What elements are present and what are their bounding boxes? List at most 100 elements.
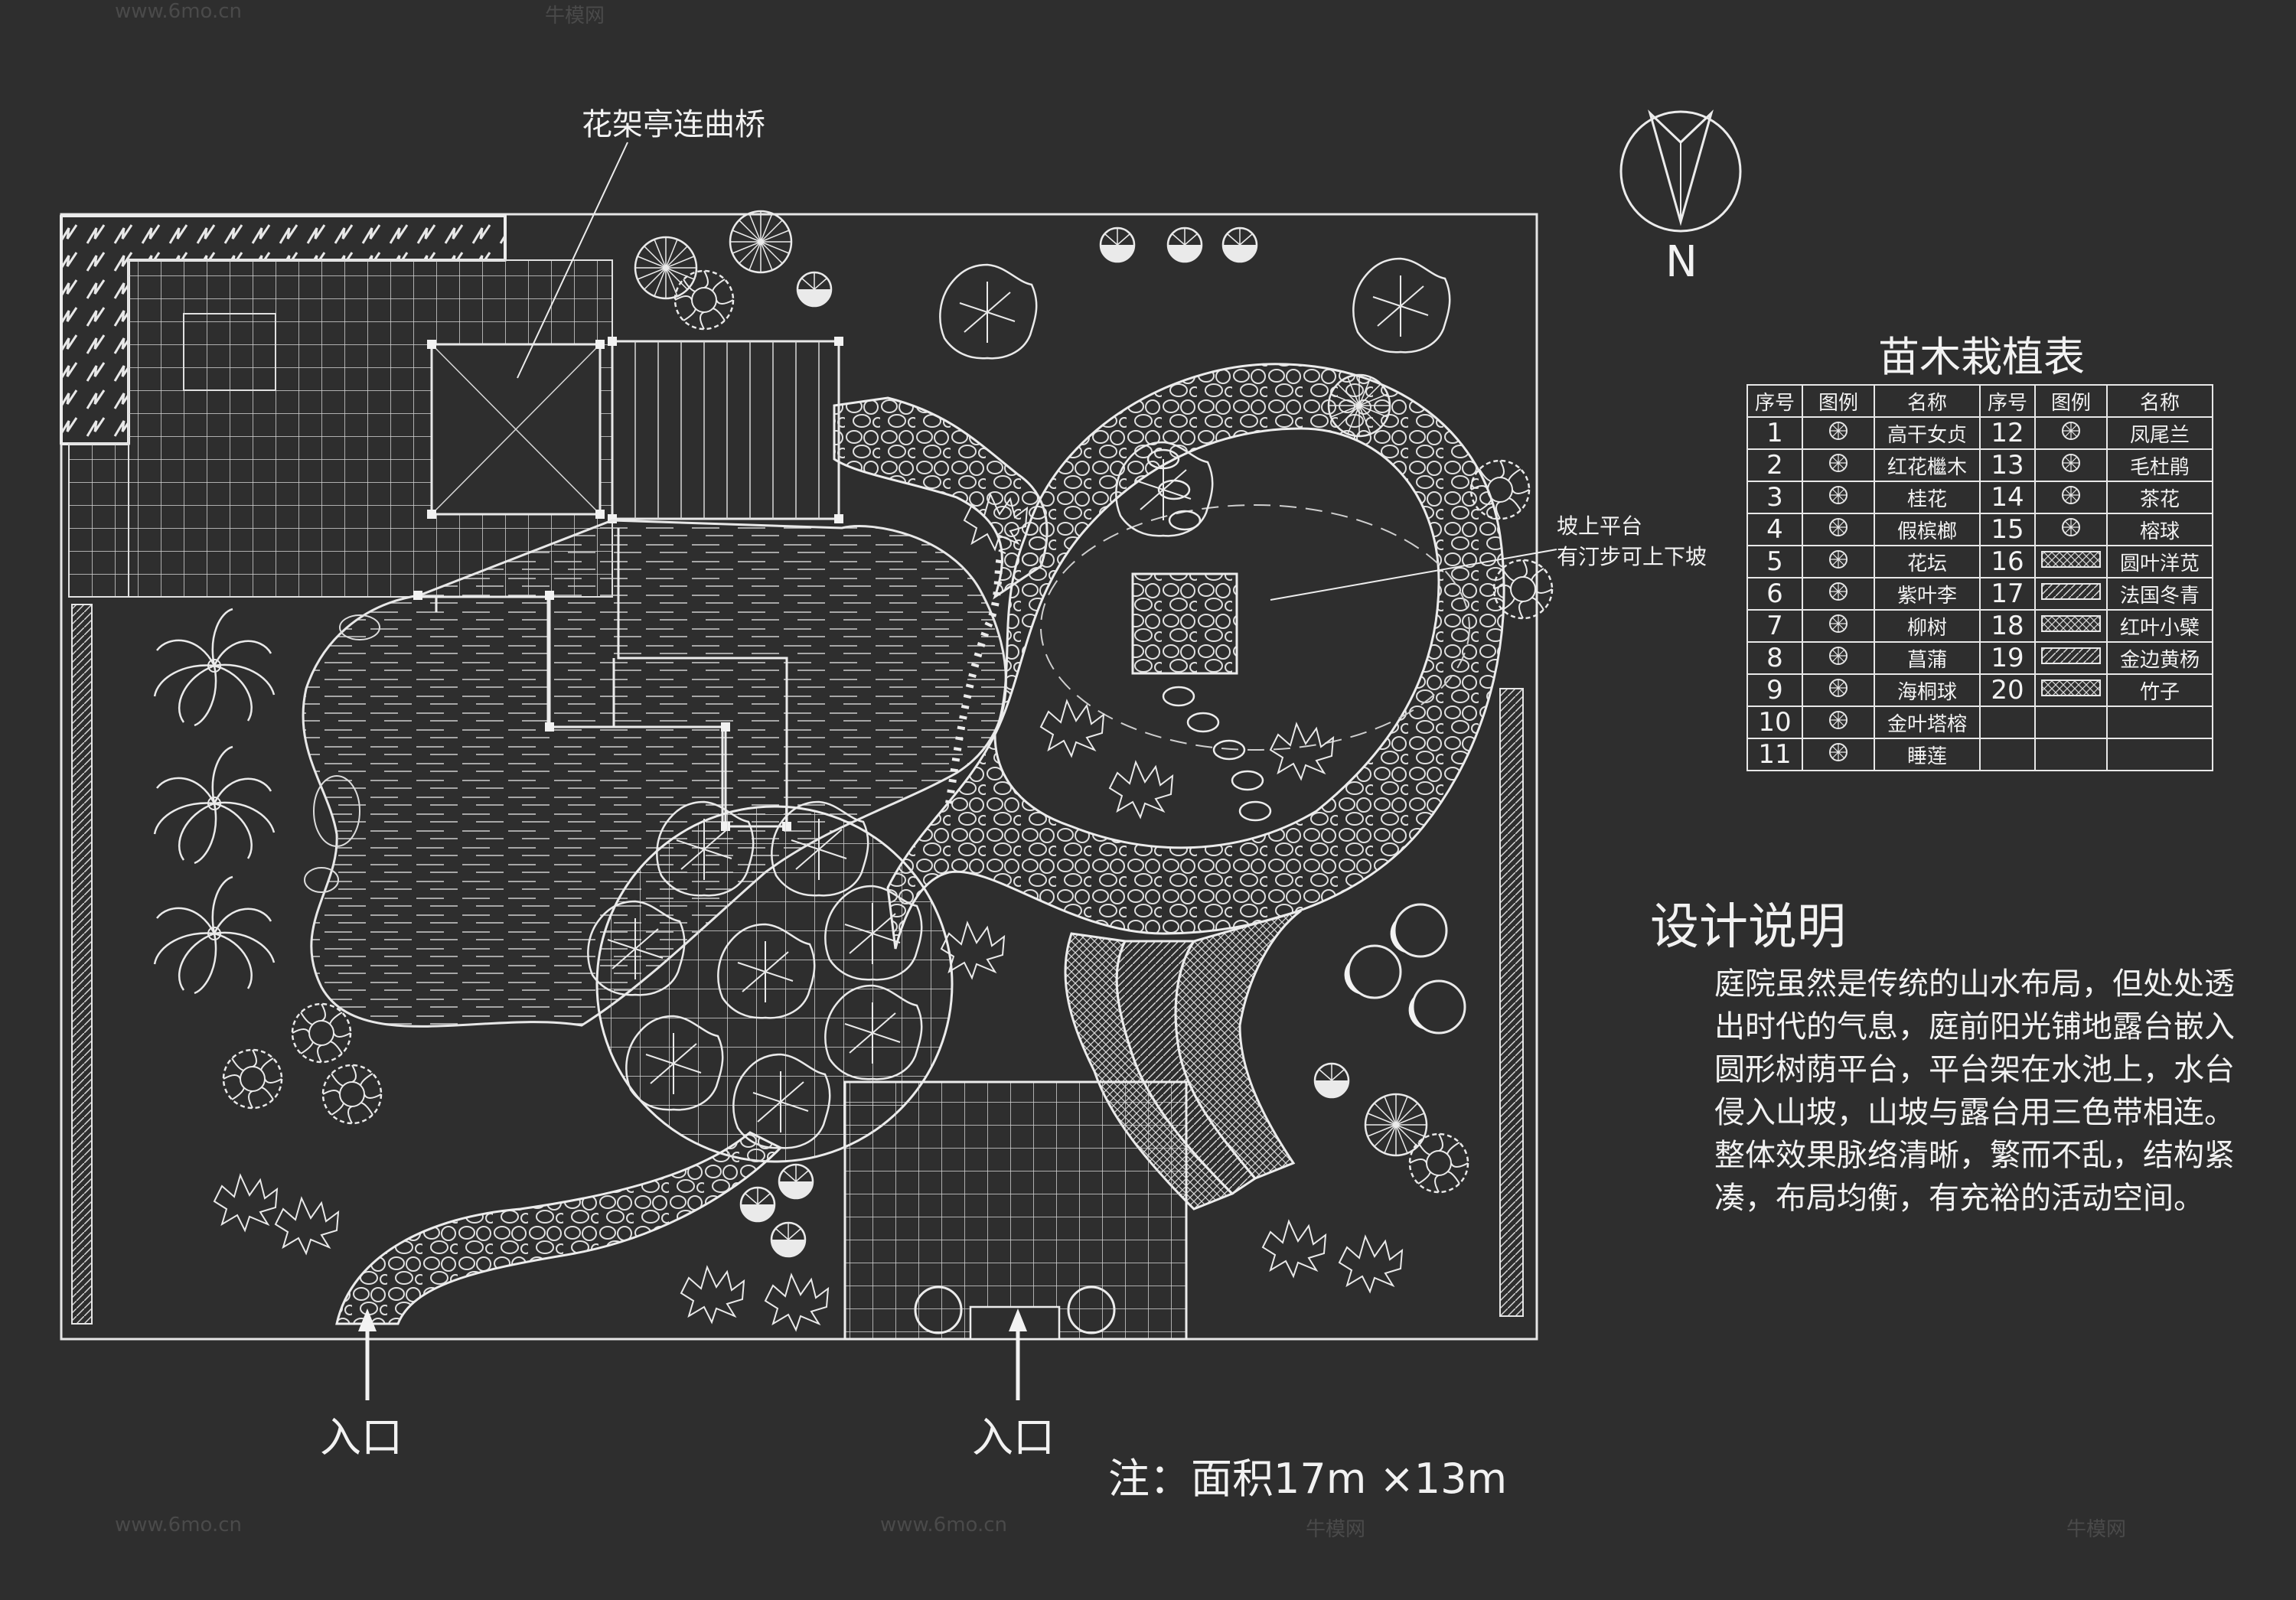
plant-name: 毛杜鹃 (2106, 448, 2213, 482)
plant-name (2106, 738, 2213, 771)
plant-symbol-icon (2034, 448, 2108, 482)
plant-symbol-icon (2034, 545, 2108, 578)
legend-symbol-icon (1829, 485, 1848, 504)
plant-no: 18 (1979, 609, 2036, 643)
plant-no: 16 (1979, 545, 2036, 578)
plant-no: 6 (1746, 577, 1803, 611)
plant-symbol-icon (1802, 448, 1875, 482)
plant-name: 金叶塔榕 (1874, 705, 1981, 739)
header-symbol: 图例 (1802, 384, 1875, 418)
legend-symbol-icon (2041, 550, 2101, 568)
plant-name: 红叶小檗 (2106, 609, 2213, 643)
plant-no: 5 (1746, 545, 1803, 578)
site-boundary (60, 213, 1538, 1341)
plant-symbol-icon (2034, 481, 2108, 514)
plant-symbol-icon (1802, 481, 1875, 514)
pergola (608, 337, 843, 523)
plant-no: 3 (1746, 481, 1803, 514)
plant-name: 金边黄杨 (2106, 641, 2213, 675)
watermark: www.6mo.cn (115, 1514, 243, 1536)
plant-symbol-icon (2034, 577, 2108, 611)
plant-no: 11 (1746, 738, 1803, 771)
plant-no: 20 (1979, 673, 2036, 707)
plant-symbol-icon (1802, 673, 1875, 707)
legend-symbol-icon (2062, 421, 2080, 440)
plant-name: 凤尾兰 (2106, 416, 2213, 450)
plant-no: 10 (1746, 705, 1803, 739)
three-color-band (1064, 909, 1302, 1211)
plant-symbol-icon (2034, 416, 2108, 450)
plant-no: 15 (1979, 513, 2036, 546)
plant-no: 17 (1979, 577, 2036, 611)
plant-no (1979, 705, 2036, 739)
legend-symbol-icon (1829, 646, 1848, 665)
entrance-label-left: 入口 (320, 1413, 403, 1462)
plant-table-title: 苗木栽植表 (1878, 333, 2085, 381)
legend-symbol-icon (1829, 549, 1848, 569)
design-notes-text: 庭院虽然是传统的山水布局，但处处透出时代的气息，庭前阳光铺地露台嵌入圆形树荫平台… (1714, 966, 2235, 1216)
flower-pavilion (427, 340, 605, 519)
entrance-arrows (358, 1308, 1027, 1400)
pond (302, 519, 1007, 1028)
legend-symbol-icon (1829, 453, 1848, 472)
legend-symbol-icon (1829, 614, 1848, 633)
plant-symbol-icon (1802, 738, 1875, 771)
plant-no: 19 (1979, 641, 2036, 675)
plant-name: 法国冬青 (2106, 577, 2213, 611)
plant-no: 14 (1979, 481, 2036, 514)
legend-symbol-icon (1829, 582, 1848, 601)
north-label: N (1665, 237, 1698, 287)
watermark: www.6mo.cn (115, 0, 243, 23)
plant-no: 1 (1746, 416, 1803, 450)
plant-name: 柳树 (1874, 609, 1981, 643)
entrance-label-right: 入口 (972, 1413, 1055, 1462)
plant-symbol-icon (1802, 545, 1875, 578)
plant-symbol-icon (2034, 641, 2108, 675)
design-notes-title: 设计说明 (1650, 899, 1846, 956)
legend-symbol-icon (2041, 647, 2101, 664)
plant-no: 4 (1746, 513, 1803, 546)
plant-symbol-icon (2034, 609, 2108, 643)
round-shade-terrace (587, 800, 954, 1163)
plant-name: 紫叶李 (1874, 577, 1981, 611)
plant-no: 7 (1746, 609, 1803, 643)
plant-symbol-icon (2034, 738, 2108, 771)
legend-symbol-icon (2041, 614, 2101, 632)
legend-symbol-icon (1829, 710, 1848, 729)
plant-name (2106, 705, 2213, 739)
legend-symbol-icon (1829, 678, 1848, 697)
plant-symbol-icon (2034, 705, 2108, 739)
legend-symbol-icon (2062, 485, 2080, 504)
watermark: 牛模网 (2066, 1518, 2127, 1541)
legend-symbol-icon (2062, 453, 2080, 472)
plant-symbol-icon (1802, 577, 1875, 611)
plant-name: 睡莲 (1874, 738, 1981, 771)
stone-paths (335, 363, 1505, 1325)
plant-table-header: 序号 图例 名称 序号 图例 名称 (1746, 384, 2213, 418)
plant-symbol-icon (1802, 609, 1875, 643)
header-no-2: 序号 (1979, 384, 2036, 418)
header-symbol-2: 图例 (2034, 384, 2108, 418)
plant-no: 2 (1746, 448, 1803, 482)
header-no: 序号 (1746, 384, 1803, 418)
legend-symbol-icon (2041, 582, 2101, 600)
header-name-2: 名称 (2106, 384, 2213, 418)
north-arrow (1619, 109, 1742, 233)
plant-no: 8 (1746, 641, 1803, 675)
plant-name: 高干女贞 (1874, 416, 1981, 450)
plant-name: 桂花 (1874, 481, 1981, 514)
legend-symbol-icon (2062, 517, 2080, 536)
plant-name: 海桐球 (1874, 673, 1981, 707)
plant-name: 假槟榔 (1874, 513, 1981, 546)
watermark: www.6mo.cn (880, 1514, 1008, 1536)
slope-platform-label: 坡上平台 有汀步可上下坡 (1557, 513, 1707, 569)
plant-no: 9 (1746, 673, 1803, 707)
